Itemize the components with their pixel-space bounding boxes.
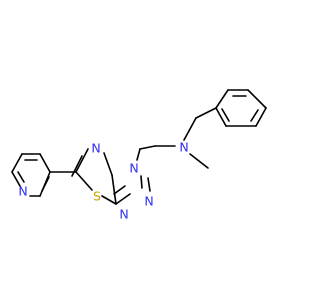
amine-nitrogen-label: N [179,140,188,155]
triazole-ring [111,145,156,205]
bond [101,195,117,205]
bond [113,185,126,195]
benzyl-group [195,89,267,127]
bond [215,89,229,109]
sulfur-label: S [93,189,101,204]
bond [103,152,113,176]
molecule-structure-diagram: N N N N N S N [11,89,267,222]
amine-linker [154,117,209,169]
bond [215,107,227,127]
bond [136,148,141,161]
atom-labels: N N N N N S N [18,140,188,222]
triazole-nitrogen-label: N [129,161,138,176]
bond [17,171,25,183]
bond [189,153,209,169]
bond [247,89,267,109]
bond [115,193,131,205]
bond [111,174,117,205]
bond [75,171,93,191]
bond [39,153,51,173]
bond [11,153,23,173]
bond [41,176,50,192]
triazole-nitrogen-label: N [144,194,153,209]
pyridine-ring [11,153,77,197]
bond [139,145,156,150]
bond [221,108,230,122]
bond [75,148,89,173]
bond [195,107,217,119]
thiadiazole-nitrogen-label: N [91,141,100,156]
triazole-nitrogen-label: N [119,207,128,222]
bond [183,117,197,141]
pyridine-nitrogen-label: N [18,184,27,199]
bond [250,109,259,122]
bond [147,177,151,192]
bond [255,107,267,127]
bond [11,171,21,187]
bond [140,175,143,189]
